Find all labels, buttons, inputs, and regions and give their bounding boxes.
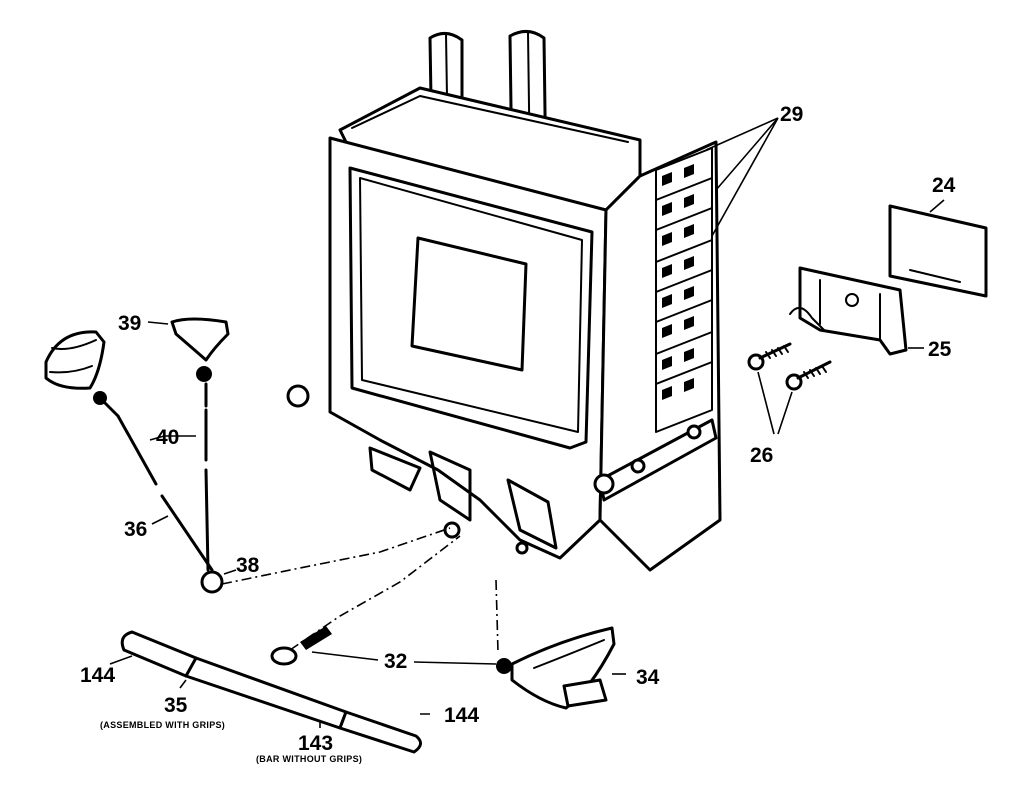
cable-38 <box>221 527 451 585</box>
handle-assembly <box>44 317 230 594</box>
label-24: 24 <box>932 174 956 197</box>
label-36: 36 <box>124 518 147 541</box>
label-40: 40 <box>156 426 179 449</box>
note-bar-without-grips: (BAR WITHOUT GRIPS) <box>256 754 362 764</box>
leader-29 <box>705 117 779 237</box>
weight-housing <box>286 30 722 572</box>
wall-bracket <box>789 266 924 356</box>
ankle-strap <box>496 626 626 710</box>
label-38: 38 <box>236 554 260 577</box>
bar-assembly <box>109 630 430 754</box>
label-29: 29 <box>780 103 803 126</box>
label-39: 39 <box>118 312 141 335</box>
label-26: 26 <box>750 444 773 467</box>
label-144-left: 144 <box>80 664 115 687</box>
weight-selector-plates <box>655 147 713 433</box>
label-144-right: 144 <box>444 704 479 727</box>
wall-pad <box>888 199 988 298</box>
label-25: 25 <box>928 338 952 361</box>
label-143: 143 <box>298 732 333 755</box>
note-assembled-with-grips: (ASSEMBLED WITH GRIPS) <box>100 720 225 730</box>
cable-snap <box>270 535 499 666</box>
label-35: 35 <box>164 694 188 717</box>
label-34: 34 <box>636 666 660 689</box>
wood-screws <box>747 342 832 435</box>
label-32: 32 <box>384 650 407 673</box>
